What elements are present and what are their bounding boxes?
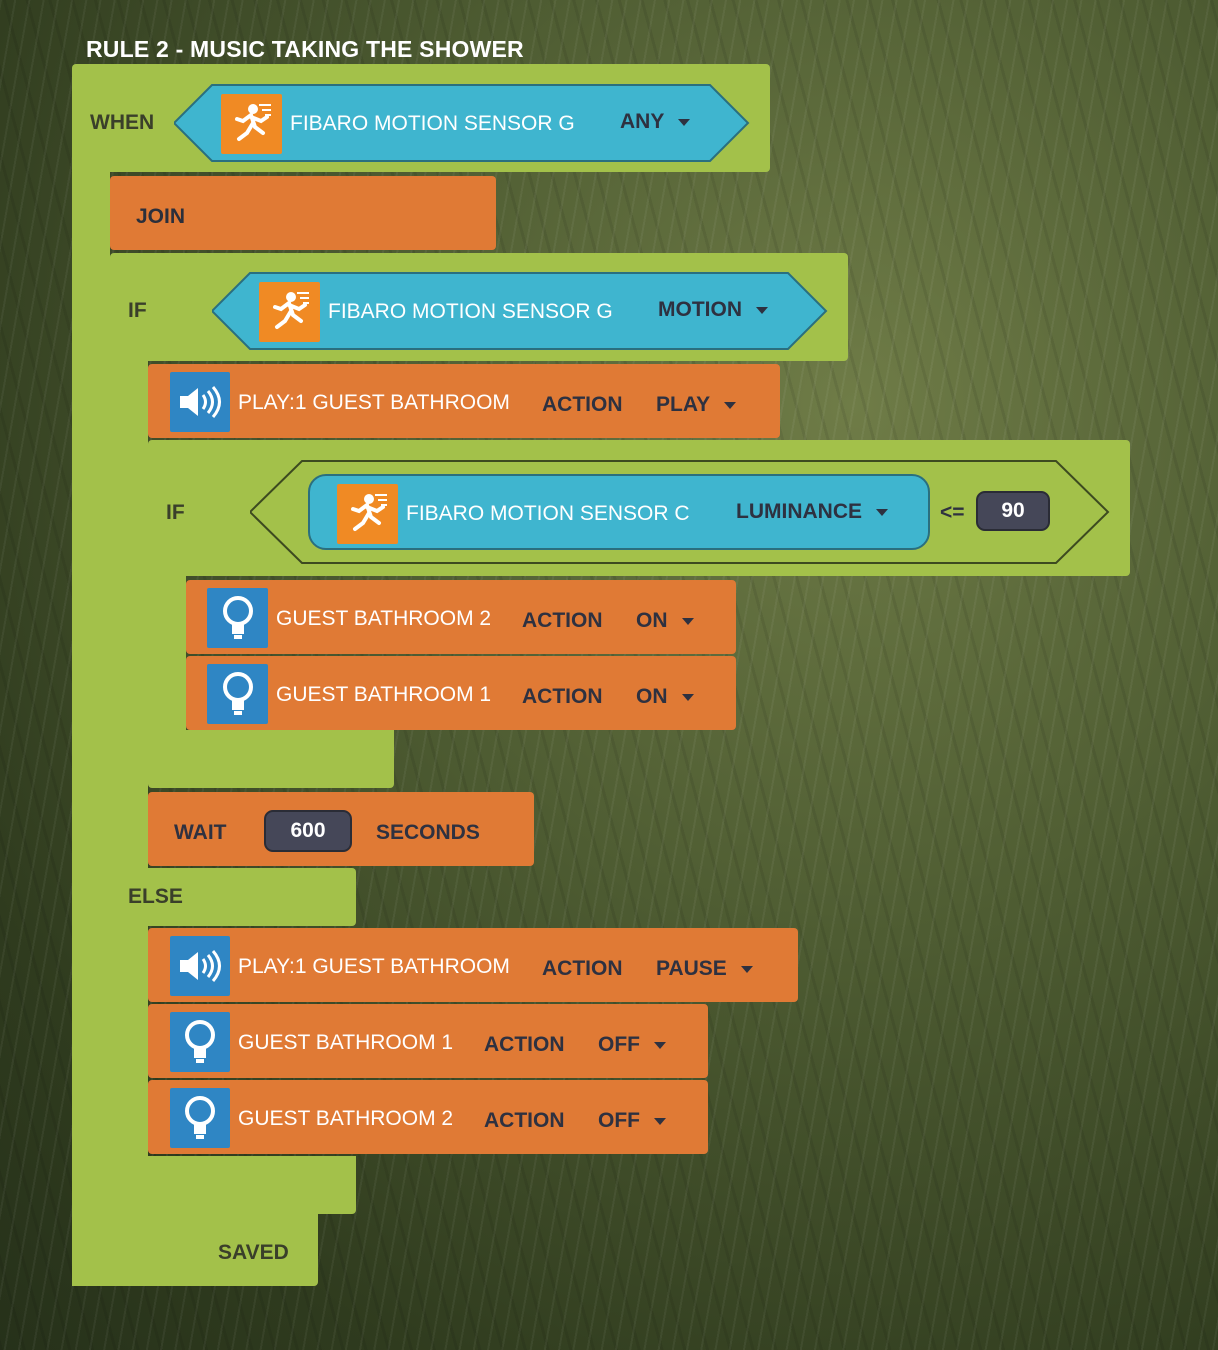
when-device-name: FIBARO MOTION SENSOR G — [290, 112, 575, 135]
light-option-value: ON — [636, 685, 668, 708]
speaker-icon — [170, 936, 230, 996]
light-off-action-label: ACTION — [484, 1109, 565, 1132]
if-outer-device-block[interactable] — [212, 272, 828, 350]
if-inner-option-dropdown[interactable]: LUMINANCE — [736, 500, 888, 524]
chevron-down-icon — [724, 401, 737, 409]
if-inner-device-block[interactable] — [308, 474, 930, 550]
running-man-icon — [221, 94, 282, 154]
light-option-dropdown[interactable]: ON — [636, 685, 694, 709]
pause-option-dropdown[interactable]: PAUSE — [656, 957, 753, 981]
wait-keyword: WAIT — [174, 821, 227, 844]
pause-action-block[interactable] — [148, 928, 798, 1002]
light-device-name: GUEST BATHROOM 1 — [276, 683, 492, 706]
comparison-operator[interactable]: <= — [940, 501, 965, 524]
luminance-value-input[interactable]: 90 — [976, 491, 1050, 531]
when-option-value: ANY — [620, 110, 665, 133]
light-action-label: ACTION — [522, 609, 603, 632]
light-off-option-dropdown[interactable]: OFF — [598, 1109, 666, 1133]
if-outer-option-dropdown[interactable]: MOTION — [658, 298, 768, 322]
light-off-option-value: OFF — [598, 1109, 640, 1132]
play-option-dropdown[interactable]: PLAY — [656, 393, 737, 417]
light-action-label: ACTION — [522, 685, 603, 708]
running-man-icon — [337, 484, 398, 544]
light-off-device-name: GUEST BATHROOM 2 — [238, 1107, 454, 1130]
light-action-block[interactable] — [186, 580, 736, 654]
light-off-option-value: OFF — [598, 1033, 640, 1056]
rule-body-left-bar — [72, 160, 110, 1286]
if-inner-device-name: FIBARO MOTION SENSOR C — [406, 502, 690, 525]
play-option-value: PLAY — [656, 393, 711, 416]
light-option-value: ON — [636, 609, 668, 632]
wait-unit-label: SECONDS — [376, 821, 480, 844]
chevron-down-icon — [681, 617, 694, 625]
light-option-dropdown[interactable]: ON — [636, 609, 694, 633]
join-block[interactable] — [110, 176, 496, 250]
if-outer-option-value: MOTION — [658, 298, 742, 321]
pause-action-label: ACTION — [542, 957, 623, 980]
saved-status: SAVED — [218, 1241, 289, 1264]
rule-footer — [72, 1214, 318, 1286]
speaker-icon — [170, 372, 230, 432]
lightbulb-icon — [170, 1012, 230, 1072]
play-action-label: ACTION — [542, 393, 623, 416]
play-action-block[interactable] — [148, 364, 780, 438]
wait-seconds-input[interactable]: 600 — [264, 810, 352, 852]
running-man-icon — [259, 282, 320, 342]
if-inner-keyword: IF — [166, 501, 185, 524]
rule-title: RULE 2 - MUSIC TAKING THE SHOWER — [86, 36, 524, 62]
play-device-name: PLAY:1 GUEST BATHROOM — [238, 391, 510, 414]
pause-option-value: PAUSE — [656, 957, 727, 980]
when-option-dropdown[interactable]: ANY — [620, 110, 691, 134]
chevron-down-icon — [681, 693, 694, 701]
else-footer — [110, 1156, 356, 1214]
light-off-block[interactable] — [148, 1080, 708, 1154]
chevron-down-icon — [654, 1117, 666, 1125]
light-device-name: GUEST BATHROOM 2 — [276, 607, 492, 630]
else-block — [110, 868, 356, 926]
light-off-device-name: GUEST BATHROOM 1 — [238, 1031, 454, 1054]
if-inner-footer — [148, 730, 394, 788]
light-off-block[interactable] — [148, 1004, 708, 1078]
chevron-down-icon — [740, 965, 753, 973]
join-label: JOIN — [136, 205, 186, 228]
light-off-option-dropdown[interactable]: OFF — [598, 1033, 666, 1057]
if-outer-keyword: IF — [128, 299, 147, 322]
when-keyword: WHEN — [90, 111, 155, 134]
chevron-down-icon — [654, 1041, 666, 1049]
if-inner-body-left-bar — [148, 560, 186, 750]
lightbulb-icon — [170, 1088, 230, 1148]
if-outer-device-name: FIBARO MOTION SENSOR G — [328, 300, 613, 323]
if-inner-option-value: LUMINANCE — [736, 500, 862, 523]
light-action-block[interactable] — [186, 656, 736, 730]
lightbulb-icon — [207, 664, 268, 724]
else-keyword: ELSE — [128, 885, 183, 908]
light-off-action-label: ACTION — [484, 1033, 565, 1056]
chevron-down-icon — [756, 306, 768, 314]
lightbulb-icon — [207, 588, 268, 648]
pause-device-name: PLAY:1 GUEST BATHROOM — [238, 955, 510, 978]
when-device-block[interactable] — [174, 84, 750, 162]
if-outer-body-left-bar — [110, 350, 148, 910]
chevron-down-icon — [678, 118, 691, 126]
chevron-down-icon — [876, 508, 888, 516]
